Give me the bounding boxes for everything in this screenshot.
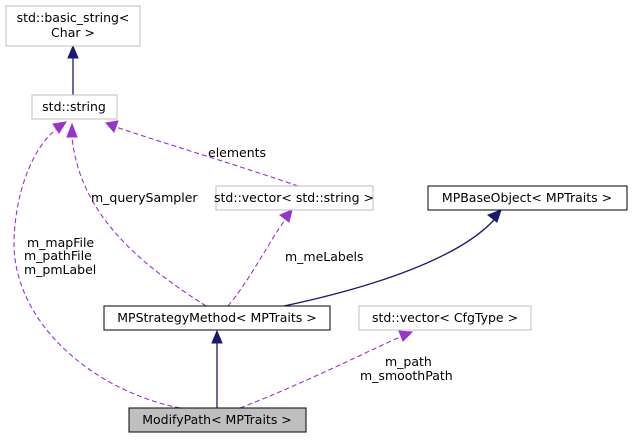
edge-modify-path-files xyxy=(13,121,181,409)
node-modify-path[interactable]: ModifyPath< MPTraits > xyxy=(128,407,307,433)
edge-label-map-file: m_mapFile xyxy=(27,235,94,250)
node-mp-base-object[interactable]: MPBaseObject< MPTraits > xyxy=(427,185,628,211)
node-basic-string[interactable]: std::basic_string< Char > xyxy=(5,5,141,47)
edge-label-pm-label: m_pmLabel xyxy=(24,262,96,277)
edge-strategy-query-sampler xyxy=(66,122,207,307)
node-mp-strategy-method[interactable]: MPStrategyMethod< MPTraits > xyxy=(103,305,331,331)
node-modify-path-label: ModifyPath< MPTraits > xyxy=(142,412,292,427)
node-vector-string-label: std::vector< std::string > xyxy=(214,190,374,205)
edge-string-to-basic-string xyxy=(67,44,79,95)
node-vector-cfgtype[interactable]: std::vector< CfgType > xyxy=(358,305,532,331)
node-basic-string-line1: std::basic_string< xyxy=(17,10,130,25)
edge-label-path: m_path xyxy=(385,354,432,369)
node-std-string[interactable]: std::string xyxy=(31,94,118,120)
edge-strategy-to-base-object xyxy=(283,209,502,307)
edge-vector-string-elements xyxy=(105,120,299,187)
edge-modify-path-to-strategy xyxy=(211,329,223,408)
node-mp-base-object-label: MPBaseObject< MPTraits > xyxy=(442,190,612,205)
edge-strategy-me-labels xyxy=(227,209,293,307)
edge-label-elements: elements xyxy=(208,145,266,160)
edge-label-path-file: m_pathFile xyxy=(24,248,92,263)
node-std-string-label: std::string xyxy=(42,99,106,114)
node-mp-strategy-method-label: MPStrategyMethod< MPTraits > xyxy=(117,310,316,325)
node-basic-string-line2: Char > xyxy=(51,25,95,40)
edge-label-smooth-path: m_smoothPath xyxy=(360,368,453,383)
node-vector-string[interactable]: std::vector< std::string > xyxy=(214,185,374,211)
edge-label-query-sampler: m_querySampler xyxy=(91,190,198,205)
edge-modify-path-paths xyxy=(239,330,414,409)
node-vector-cfgtype-label: std::vector< CfgType > xyxy=(372,310,518,325)
edge-label-me-labels: m_meLabels xyxy=(285,249,364,264)
